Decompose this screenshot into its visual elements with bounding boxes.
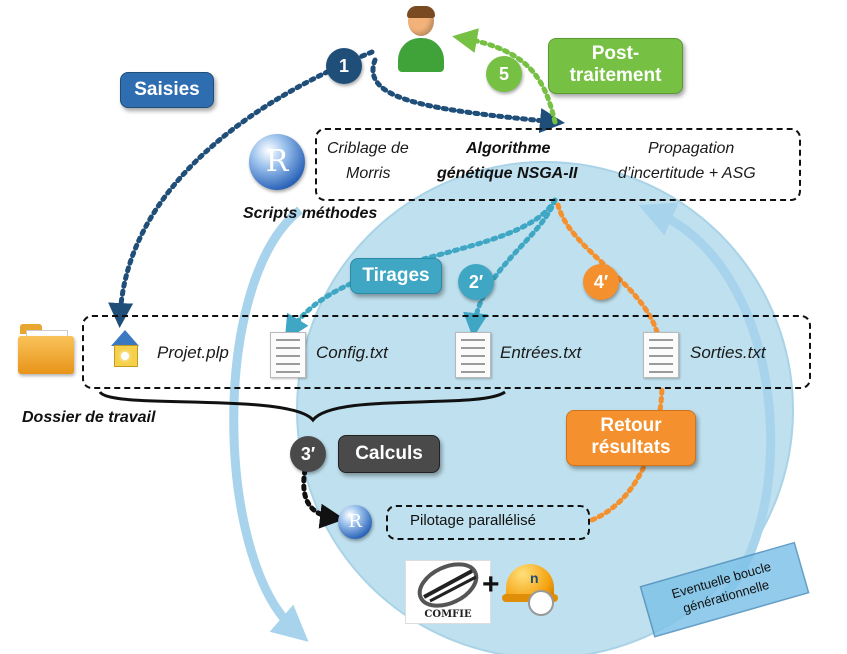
arrow-tirages-entrees <box>463 197 558 338</box>
step-1-badge: 1 <box>326 48 362 84</box>
pilotage-label: Pilotage parallélisé <box>410 512 536 529</box>
arrow-post-traitement <box>452 28 558 125</box>
post-traitement-line1: Post- <box>591 43 640 64</box>
folder-icon <box>18 322 74 374</box>
step-2-badge: 2′ <box>458 264 494 300</box>
post-traitement-label: Post- traitement <box>548 38 683 94</box>
r-logo-small-icon: R <box>338 505 372 539</box>
retour-resultats-label: Retour résultats <box>566 410 696 466</box>
projet-house-icon <box>107 330 143 370</box>
loop-arrow-left <box>229 206 309 642</box>
file-config: Config.txt <box>316 343 388 362</box>
dossier-brace <box>98 390 506 423</box>
arrow-user-to-projet <box>108 49 375 328</box>
saisies-label: Saisies <box>120 72 214 108</box>
retour-line1: Retour <box>600 415 662 436</box>
algo-line2: génétique NSGA-II <box>437 165 578 182</box>
eventuelle-banner <box>639 541 810 638</box>
plus-sign: + <box>482 568 500 601</box>
arrow-user-to-methods <box>370 57 565 134</box>
arrow-tirages-config <box>284 197 558 341</box>
step-3-badge: 3′ <box>290 436 326 472</box>
helmet-logo-icon: n <box>502 558 560 616</box>
methods-box <box>315 128 801 201</box>
file-projet: Projet.plp <box>157 343 229 362</box>
dossier-de-travail-label: Dossier de travail <box>22 409 156 426</box>
criblage-line1: Criblage de <box>327 140 409 157</box>
sorties-file-icon <box>643 332 679 378</box>
algo-line1: Algorithme <box>466 140 551 157</box>
comfie-logo-mark <box>417 562 479 608</box>
propagation-line1: Propagation <box>648 140 735 157</box>
entrees-file-icon <box>455 332 491 378</box>
comfie-text: COMFIE <box>424 609 472 620</box>
calculs-label: Calculs <box>338 435 440 473</box>
step-5-badge: 5 <box>486 56 522 92</box>
arrow-calculs-to-pilotage <box>301 467 345 529</box>
helmet-n-letter: n <box>530 570 539 586</box>
file-entrees: Entrées.txt <box>500 343 582 362</box>
config-file-icon <box>270 332 306 378</box>
user-avatar-icon <box>398 6 444 72</box>
post-traitement-line2: traitement <box>569 65 662 86</box>
pilotage-box <box>386 505 590 540</box>
scripts-methodes-label: Scripts méthodes <box>243 205 378 222</box>
files-box <box>82 315 811 389</box>
file-sorties: Sorties.txt <box>690 343 766 362</box>
r-logo-icon: R <box>249 134 305 190</box>
criblage-line2: Morris <box>346 165 391 182</box>
retour-line2: résultats <box>591 437 671 458</box>
propagation-line2: d’incertitude + ASG <box>618 165 756 182</box>
comfie-logo: COMFIE <box>405 560 491 624</box>
step-4-badge: 4′ <box>583 264 619 300</box>
tirages-label: Tirages <box>350 258 442 294</box>
